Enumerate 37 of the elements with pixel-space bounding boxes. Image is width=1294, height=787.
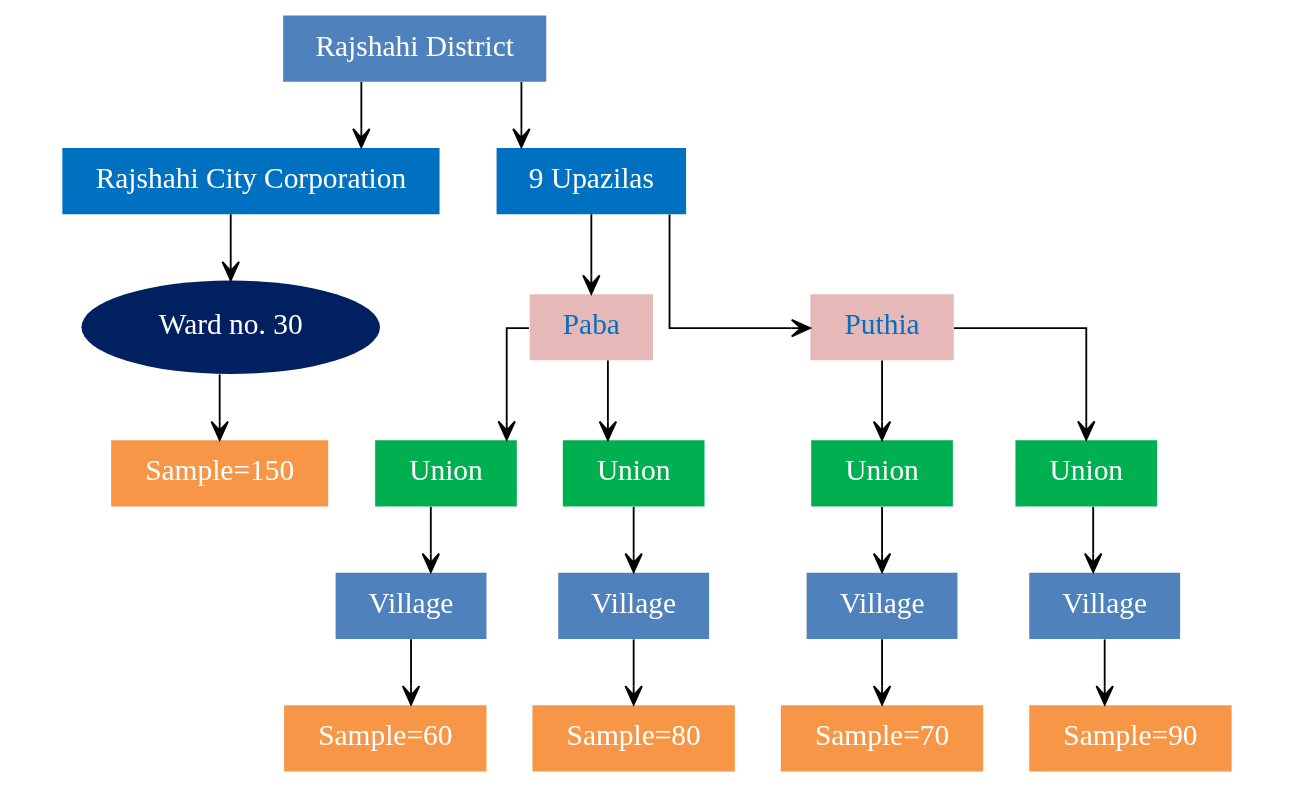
node-box: Village xyxy=(806,572,958,640)
node-box: Village xyxy=(1029,572,1181,640)
node-box: Rajshahi District xyxy=(283,15,547,82)
arrow xyxy=(221,213,240,282)
arrow xyxy=(210,373,229,441)
node-box: 9 Upazilas xyxy=(496,147,687,215)
node-box: Sample=80 xyxy=(532,705,735,772)
arrow xyxy=(624,638,643,706)
arrow xyxy=(953,327,1096,441)
node-box: Sample=70 xyxy=(780,705,984,772)
node-box: Village xyxy=(335,572,487,640)
arrow xyxy=(1095,638,1114,706)
arrow xyxy=(668,213,812,338)
arrow xyxy=(421,505,440,573)
arrow xyxy=(624,505,643,573)
node-box: Puthia xyxy=(810,294,954,361)
node-box: Sample=90 xyxy=(1029,705,1232,772)
node-ellipse: Ward no. 30 xyxy=(81,280,380,374)
node-box: Union xyxy=(1015,440,1158,507)
node-box: Paba xyxy=(529,294,653,361)
arrow xyxy=(512,81,531,149)
arrow xyxy=(401,638,421,706)
arrow xyxy=(872,359,892,441)
node-box: Union xyxy=(375,440,517,507)
node-box: Union xyxy=(562,440,705,507)
arrow xyxy=(1084,505,1103,573)
node-box: Sample=60 xyxy=(284,705,487,772)
arrow xyxy=(598,359,618,441)
node-box: Rajshahi City Corporation xyxy=(62,147,440,215)
arrow xyxy=(872,505,892,573)
node-box: Sample=150 xyxy=(111,440,329,507)
arrow xyxy=(872,638,892,706)
arrow xyxy=(497,327,530,441)
node-box: Union xyxy=(811,440,953,507)
arrow xyxy=(582,213,601,295)
arrow xyxy=(352,81,371,149)
node-box: Village xyxy=(558,572,710,640)
